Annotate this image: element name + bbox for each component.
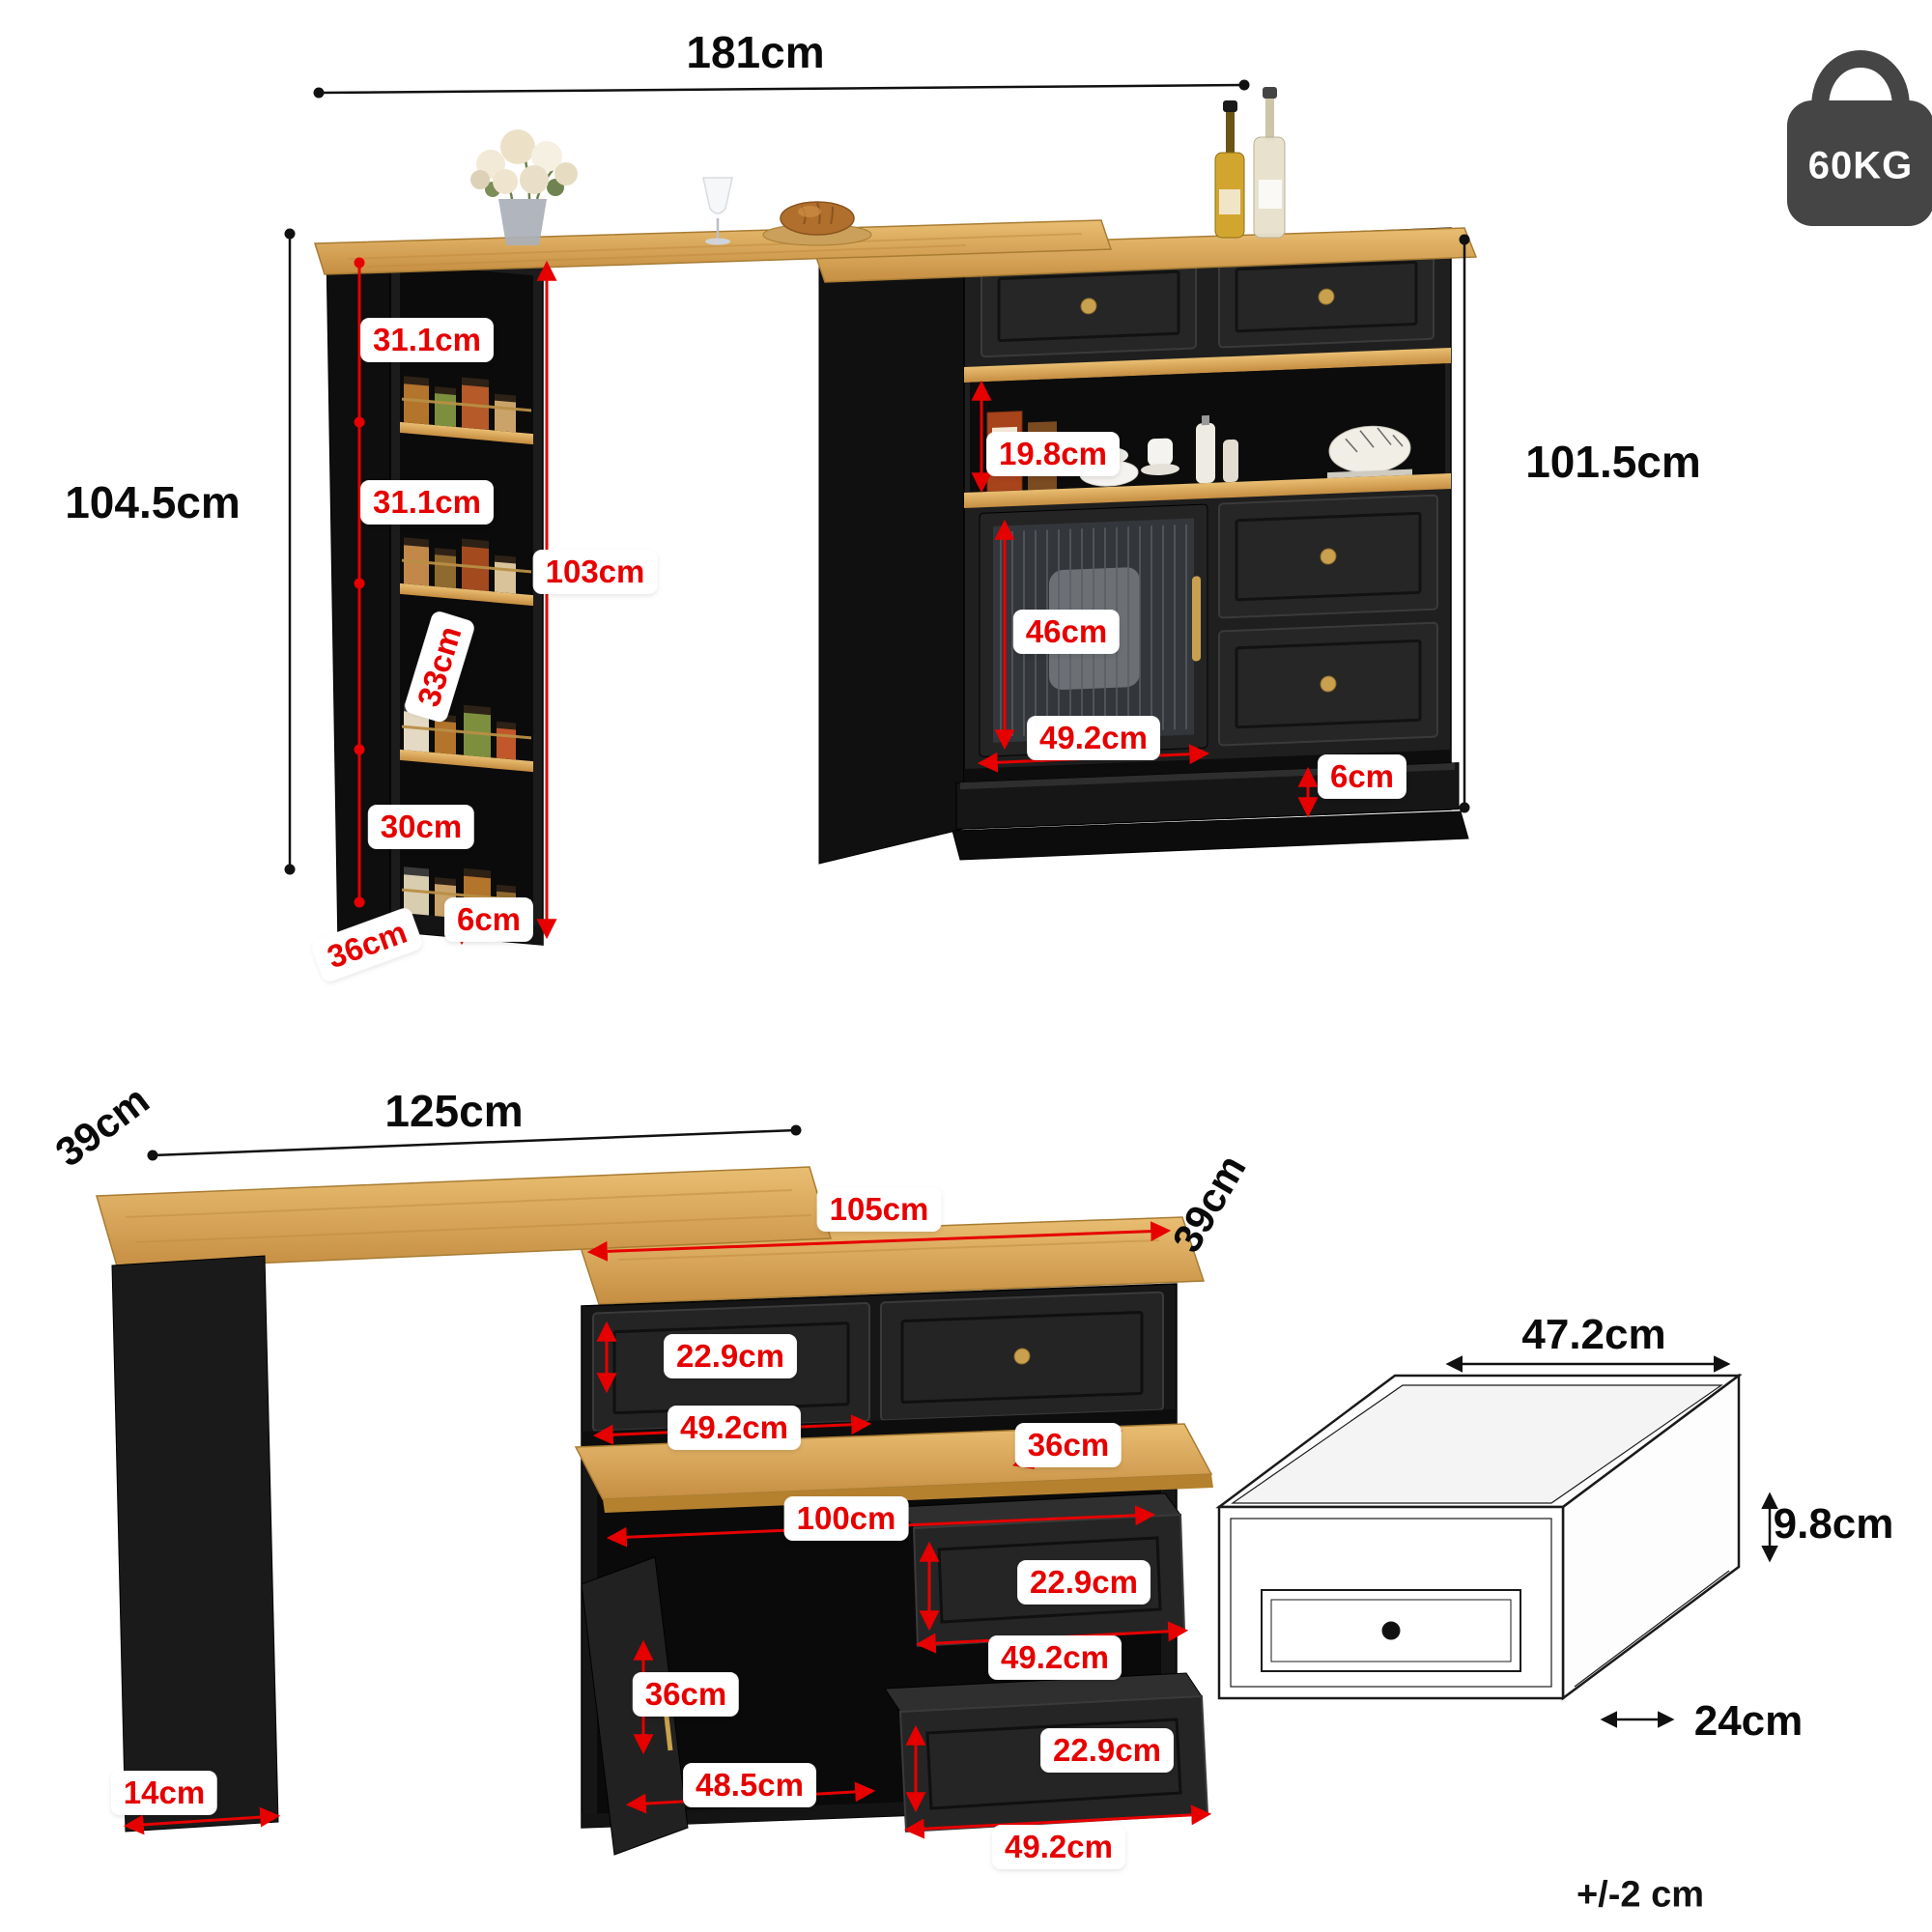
drawer-detail-arrows [1445,1355,1778,1728]
door-opening-width-label: 48.5cm [684,1764,815,1806]
inner-shelf-depth-label: 36cm [1015,1424,1122,1466]
weight-capacity-label: 60KG [1807,144,1914,187]
bottles-decor [1214,87,1286,239]
door-opening-height-label: 36cm [633,1673,739,1716]
tower-base-height-label: 6cm [444,898,533,941]
red-dimension-dots [354,257,365,908]
shelf-gap-2-label: 31.1cm [361,481,493,524]
flower-vase-decor [470,129,578,245]
plan-dimension-endpoints [147,1124,802,1161]
cabinet-base-height-label: 6cm [1318,755,1406,798]
wine-glass-decor [702,177,733,245]
open-shelf-height-label: 19.8cm [987,433,1119,475]
table-leg-panel [111,1255,279,1833]
pullout-shelf-edge [603,1474,1213,1513]
drawer-width-label: 47.2cm [1521,1311,1666,1358]
glass-door-height-label: 46cm [1013,611,1120,653]
drawer2-height-label: 22.9cm [1018,1561,1150,1604]
drawer-knob [1080,298,1097,315]
left-height-label: 104.5cm [65,477,241,527]
overall-width-label: 181cm [686,27,825,77]
kettlebell-weight-icon [1787,50,1932,226]
side-panel-height-label: 103cm [533,551,657,593]
drawer1-height-label: 22.9cm [665,1335,796,1378]
drawer3-width-label: 49.2cm [993,1826,1124,1868]
shelf-gap-1-label: 31.1cm [361,319,493,361]
table-length-label: 125cm [384,1086,524,1136]
drawer-detail-knob [1381,1621,1401,1640]
cabinet-base-molding [952,810,1469,861]
cabinet-body-length-label: 100cm [784,1497,908,1540]
drawer2-width-label: 49.2cm [989,1636,1121,1679]
bread-decor [762,201,872,246]
tolerance-note: +/-2 cm [1576,1874,1705,1916]
right-height-label: 101.5cm [1525,437,1701,487]
cabinet-countertop [811,227,1478,283]
drawer-depth-label: 24cm [1693,1697,1804,1745]
leg-thickness-label: 14cm [111,1772,217,1814]
drawer-detail-illustration [1215,1355,1778,1728]
drawer3-height-label: 22.9cm [1041,1729,1173,1772]
dimension-endpoints [284,79,1470,875]
plan-view-black-dimensions [152,1128,797,1157]
cabinet-top-length-label: 105cm [817,1188,941,1231]
glass-door-width-label: 49.2cm [1028,717,1159,759]
drawer-height-label: 9.8cm [1773,1500,1894,1548]
drawer1-width-label: 49.2cm [668,1406,800,1449]
front-view-black-dimensions [288,83,1466,869]
door-handle [1192,576,1201,662]
shelf-gap-4-label: 30cm [368,806,474,848]
